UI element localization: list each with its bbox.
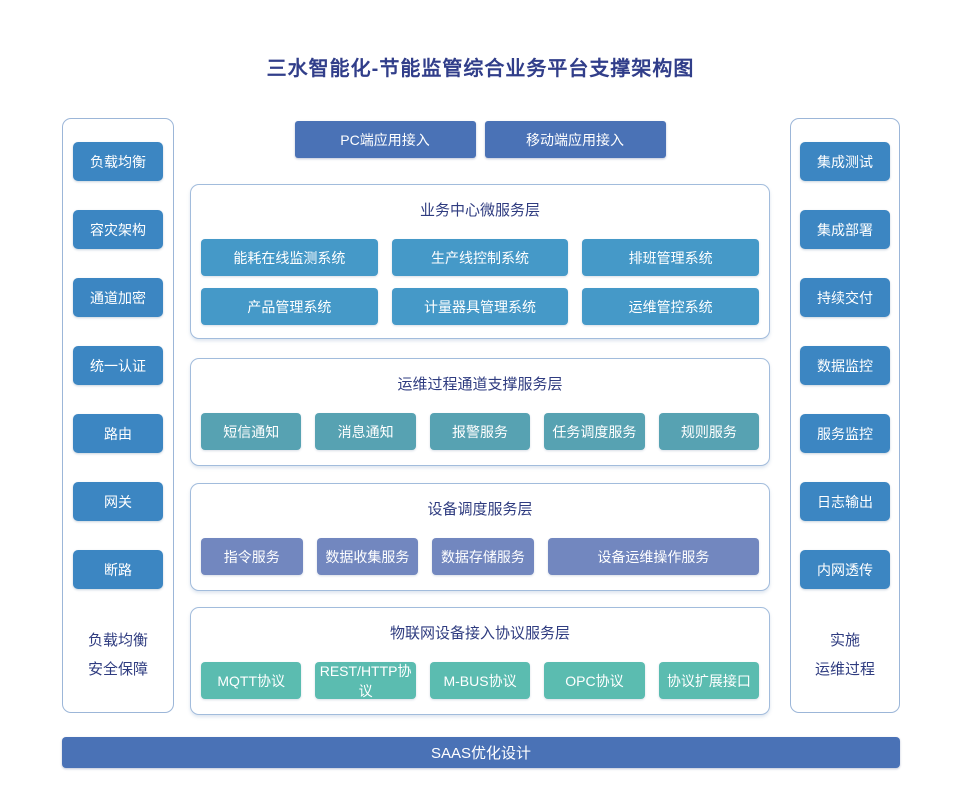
left-support-panel: 负载均衡 容灾架构 通道加密 统一认证 路由 网关 断路 负载均衡 安全保障: [62, 118, 174, 713]
sidebar-item-integration-deploy: 集成部署: [800, 210, 890, 249]
section-iot-protocol-layer: 物联网设备接入协议服务层 MQTT协议 REST/HTTP协议 M-BUS协议 …: [190, 607, 770, 715]
box-row: 指令服务 数据收集服务 数据存储服务 设备运维操作服务: [201, 538, 760, 575]
sidebar-item-disaster-recovery: 容灾架构: [73, 210, 163, 249]
left-panel-caption: 负载均衡 安全保障: [88, 626, 148, 684]
sidebar-item-routing: 路由: [73, 414, 163, 453]
section-title-device-scheduling: 设备调度服务层: [427, 501, 533, 518]
box-mbus-protocol: M-BUS协议: [429, 662, 531, 699]
sidebar-item-log-output: 日志输出: [800, 482, 890, 521]
box-sms-notification: 短信通知: [201, 413, 302, 450]
box-opc-protocol: OPC协议: [544, 662, 645, 699]
sidebar-item-data-monitor: 数据监控: [800, 346, 890, 385]
right-panel-caption: 实施 运维过程: [815, 626, 875, 684]
right-caption-line1: 实施: [829, 632, 860, 649]
box-row: MQTT协议 REST/HTTP协议 M-BUS协议 OPC协议 协议扩展接口: [201, 662, 760, 699]
right-support-panel: 集成测试 集成部署 持续交付 数据监控 服务监控 日志输出 内网透传 实施 运维…: [790, 118, 900, 713]
sidebar-item-circuit-break: 断路: [73, 550, 163, 589]
section-title-ops-channel-support: 运维过程通道支撑服务层: [397, 376, 563, 393]
box-device-ops-operation-service: 设备运维操作服务: [547, 538, 760, 575]
sidebar-item-channel-encryption: 通道加密: [73, 278, 163, 317]
box-message-notification: 消息通知: [315, 413, 416, 450]
box-rest-http-protocol: REST/HTTP协议: [315, 662, 416, 699]
box-row: 能耗在线监测系统 生产线控制系统 排班管理系统: [201, 239, 760, 276]
box-shift-management-system: 排班管理系统: [582, 239, 760, 276]
page-title: 三水智能化-节能监管综合业务平台支撑架构图: [266, 58, 695, 80]
box-production-line-control-system: 生产线控制系统: [391, 239, 569, 276]
box-data-collection-service: 数据收集服务: [316, 538, 419, 575]
box-ops-control-system: 运维管控系统: [582, 288, 760, 325]
box-data-storage-service: 数据存储服务: [432, 538, 534, 575]
sidebar-item-unified-auth: 统一认证: [73, 346, 163, 385]
button-pc-access: PC端应用接入: [294, 121, 476, 158]
box-rule-service: 规则服务: [658, 413, 760, 450]
sidebar-item-gateway: 网关: [73, 482, 163, 521]
section-business-microservice-layer: 业务中心微服务层 能耗在线监测系统 生产线控制系统 排班管理系统 产品管理系统 …: [190, 184, 770, 339]
sidebar-item-continuous-delivery: 持续交付: [800, 278, 890, 317]
box-row: 短信通知 消息通知 报警服务 任务调度服务 规则服务: [201, 413, 760, 450]
box-command-service: 指令服务: [201, 538, 303, 575]
box-protocol-extension-interface: 协议扩展接口: [658, 662, 760, 699]
button-mobile-access: 移动端应用接入: [484, 121, 666, 158]
box-product-management-system: 产品管理系统: [201, 288, 378, 325]
section-title-business-microservice: 业务中心微服务层: [419, 202, 540, 219]
left-caption-line1: 负载均衡: [87, 632, 148, 649]
box-metering-instrument-management-system: 计量器具管理系统: [391, 288, 569, 325]
box-row: 产品管理系统 计量器具管理系统 运维管控系统: [201, 288, 760, 325]
sidebar-item-integration-test: 集成测试: [800, 142, 890, 181]
sidebar-item-service-monitor: 服务监控: [800, 414, 890, 453]
app-access-row: PC端应用接入 移动端应用接入: [190, 121, 770, 158]
sidebar-item-intranet-passthrough: 内网透传: [800, 550, 890, 589]
section-title-iot-protocol: 物联网设备接入协议服务层: [389, 625, 570, 642]
box-energy-monitoring-system: 能耗在线监测系统: [201, 239, 378, 276]
left-caption-line2: 安全保障: [87, 661, 148, 678]
box-mqtt-protocol: MQTT协议: [201, 662, 302, 699]
saas-optimization-bar: SAAS优化设计: [62, 737, 900, 768]
sidebar-item-load-balance: 负载均衡: [73, 142, 163, 181]
section-device-scheduling-layer: 设备调度服务层 指令服务 数据收集服务 数据存储服务 设备运维操作服务: [190, 483, 770, 591]
section-ops-channel-support-layer: 运维过程通道支撑服务层 短信通知 消息通知 报警服务 任务调度服务 规则服务: [190, 358, 770, 466]
box-alarm-service: 报警服务: [429, 413, 531, 450]
right-caption-line2: 运维过程: [814, 661, 875, 678]
box-task-scheduling-service: 任务调度服务: [544, 413, 645, 450]
